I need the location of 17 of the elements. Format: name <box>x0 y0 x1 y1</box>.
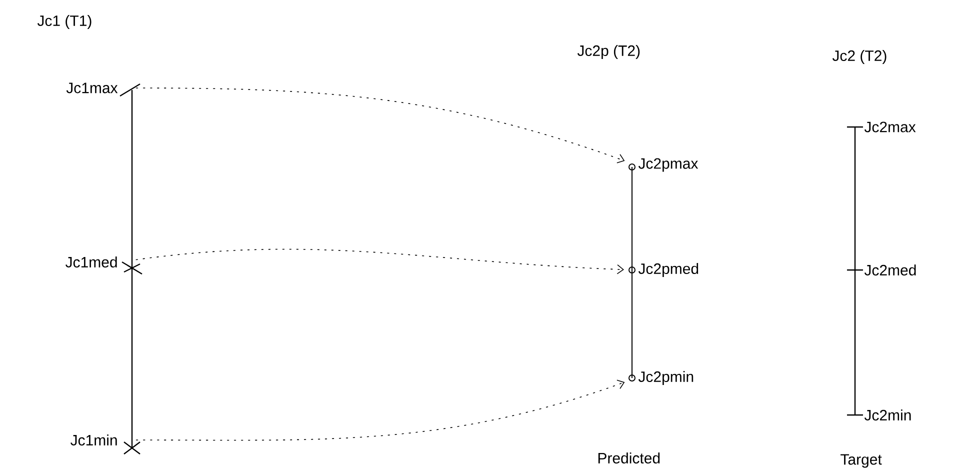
scale-label: Jc1med <box>66 256 117 268</box>
caption: Target <box>840 454 882 468</box>
scale-label: Jc2med <box>864 264 916 276</box>
axis-title: Jc2p (T2) <box>577 45 640 59</box>
arrow <box>135 248 624 274</box>
scale-label: Jc1min <box>70 434 117 446</box>
scale-label: Jc2pmax <box>638 158 698 172</box>
caption: Predicted <box>598 452 660 464</box>
scale-label: Jc2pmin <box>638 371 694 385</box>
arrow <box>136 88 625 164</box>
axis-title: Jc2 (T2) <box>832 50 886 64</box>
scale-label: Jc2max <box>864 122 916 132</box>
scale-label: Jc2min <box>864 410 911 420</box>
arrow <box>136 380 625 441</box>
axis-title: Jc1 (T1) <box>37 15 92 29</box>
scale-label: Jc2pmed <box>638 263 698 277</box>
scale-label: Jc1max <box>66 82 118 94</box>
